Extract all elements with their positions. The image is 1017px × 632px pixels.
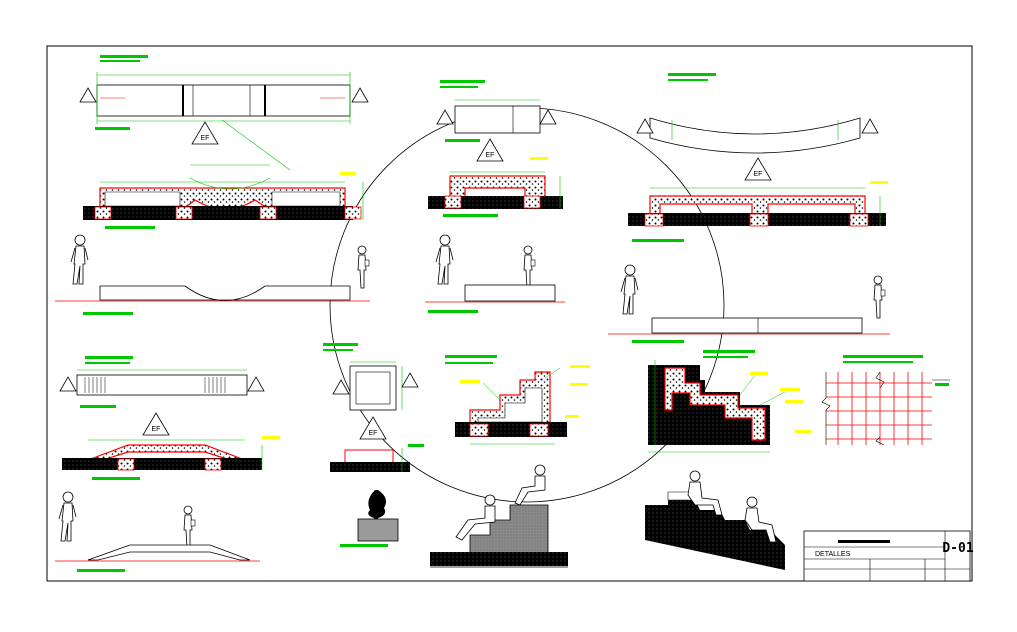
detail-ramp-bench: EF <box>55 356 280 572</box>
detail-planter: EF <box>323 343 424 547</box>
sheet-border <box>46 45 973 582</box>
section-marker-icon <box>401 372 419 388</box>
detail-stepped-seating-elevation <box>430 464 568 568</box>
human-figure-icon <box>70 234 89 285</box>
human-figure-icon <box>435 234 454 285</box>
section-marker-icon <box>436 109 454 125</box>
section-marker-icon <box>59 376 77 392</box>
section-marker-icon <box>79 87 97 103</box>
detail-arc-bench: EF <box>608 73 890 343</box>
section-marker-icon <box>247 376 265 392</box>
section-marker-icon <box>861 118 879 134</box>
seated-person-icon <box>744 496 777 543</box>
human-figure-icon <box>873 275 886 319</box>
detail-curved-bench-section <box>83 164 364 229</box>
human-figure-icon <box>183 505 196 549</box>
detail-paving-grid <box>821 355 950 446</box>
detail-stepped-seating-section <box>445 355 590 445</box>
section-marker-label: EF <box>486 152 495 159</box>
human-figure-icon <box>58 491 77 542</box>
title-block: DETALLES D-01 <box>803 530 974 582</box>
detail-straight-bench: EF <box>425 80 565 313</box>
sheet-title-label: DETALLES <box>815 551 851 558</box>
detail-curved-bench-elevation <box>55 234 370 315</box>
seated-person-icon <box>455 494 496 541</box>
section-marker-label: EF <box>152 426 161 433</box>
section-marker-icon <box>539 109 557 125</box>
human-figure-icon <box>523 245 536 289</box>
sheet-code-label: D-01 <box>942 541 973 556</box>
detail-curved-bench-plan: EF <box>79 55 369 171</box>
human-figure-icon <box>620 264 639 315</box>
section-marker-label: EF <box>201 135 210 142</box>
seated-person-icon <box>687 470 723 516</box>
section-marker-label: EF <box>369 430 378 437</box>
seated-person-icon <box>514 464 546 506</box>
human-figure-icon <box>357 245 370 289</box>
section-marker-label: EF <box>754 171 763 178</box>
detail-terraced-seating <box>645 350 811 570</box>
section-marker-icon <box>332 379 350 395</box>
section-marker-icon <box>351 87 369 103</box>
tree-icon <box>368 490 386 520</box>
